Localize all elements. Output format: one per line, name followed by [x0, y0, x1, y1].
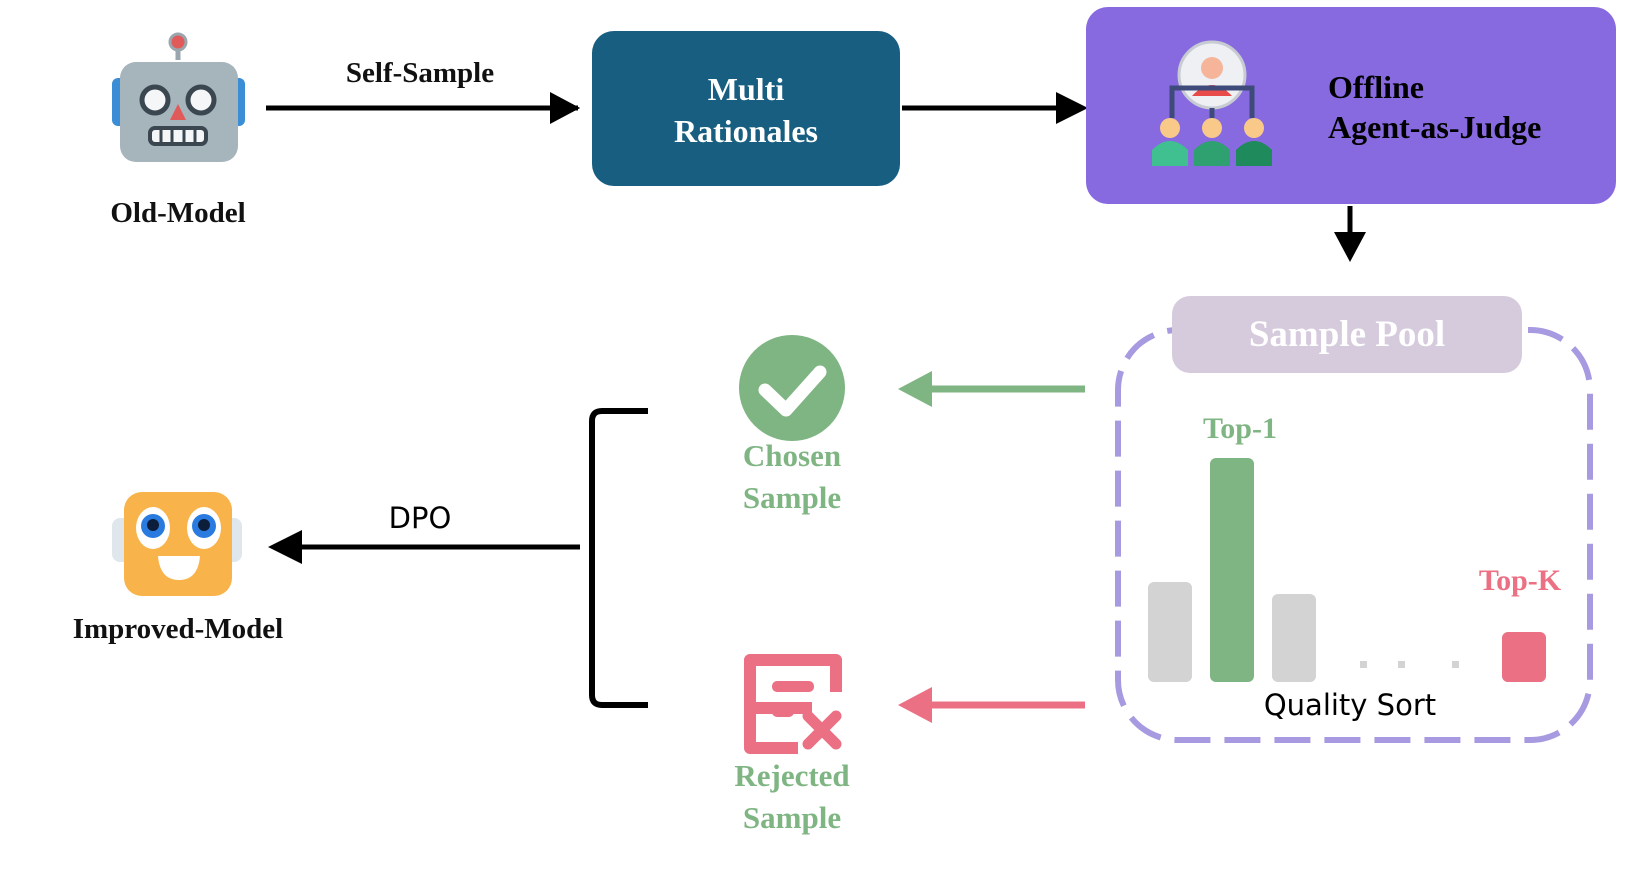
pool-bar-neutral-1 — [1148, 582, 1192, 682]
rejected-document-icon — [744, 654, 842, 754]
pool-dot-3 — [1452, 661, 1459, 668]
chosen-line2: Sample — [743, 480, 841, 515]
old-model-label: Old-Model — [110, 197, 245, 229]
multi-rationales-box — [592, 31, 900, 186]
rejected-line2: Sample — [743, 800, 841, 835]
pool-dot-2 — [1398, 661, 1405, 668]
top1-label: Top-1 — [1203, 412, 1277, 445]
self-sample-arrowhead — [550, 92, 580, 124]
pair-bracket — [589, 408, 648, 708]
pool-dot-1 — [1360, 661, 1367, 668]
judge-hierarchy-icon — [1152, 40, 1272, 166]
pool-to-chosen-arrowhead — [898, 371, 932, 407]
dpo-arrowhead — [268, 530, 302, 564]
old-model-robot-icon — [112, 32, 245, 162]
multi-rationales-line2: Rationales — [674, 113, 818, 149]
pool-bar-topk — [1502, 632, 1546, 682]
quality-sort-label: Quality Sort — [1264, 688, 1436, 722]
pool-bar-neutral-2 — [1272, 594, 1316, 682]
judge-to-pool-arrowhead — [1334, 232, 1366, 262]
chosen-line1: Chosen — [743, 438, 841, 473]
topk-label: Top-K — [1479, 564, 1562, 597]
pool-bar-top1 — [1210, 458, 1254, 682]
rationales-to-judge-arrowhead — [1056, 92, 1088, 124]
judge-line2: Agent-as-Judge — [1328, 109, 1541, 145]
multi-rationales-line1: Multi — [708, 71, 785, 107]
rejected-line1: Rejected — [734, 758, 849, 793]
judge-line1: Offline — [1328, 69, 1424, 105]
dpo-label: DPO — [389, 501, 452, 535]
check-circle-icon — [739, 335, 845, 441]
improved-model-robot-icon — [112, 492, 242, 596]
improved-model-label: Improved-Model — [73, 613, 284, 645]
self-sample-label: Self-Sample — [346, 57, 494, 89]
sample-pool-title: Sample Pool — [1249, 314, 1445, 355]
pool-to-rejected-arrowhead — [898, 687, 932, 723]
sample-pool-title-box — [1172, 296, 1522, 373]
agent-as-judge-box — [1086, 7, 1616, 204]
